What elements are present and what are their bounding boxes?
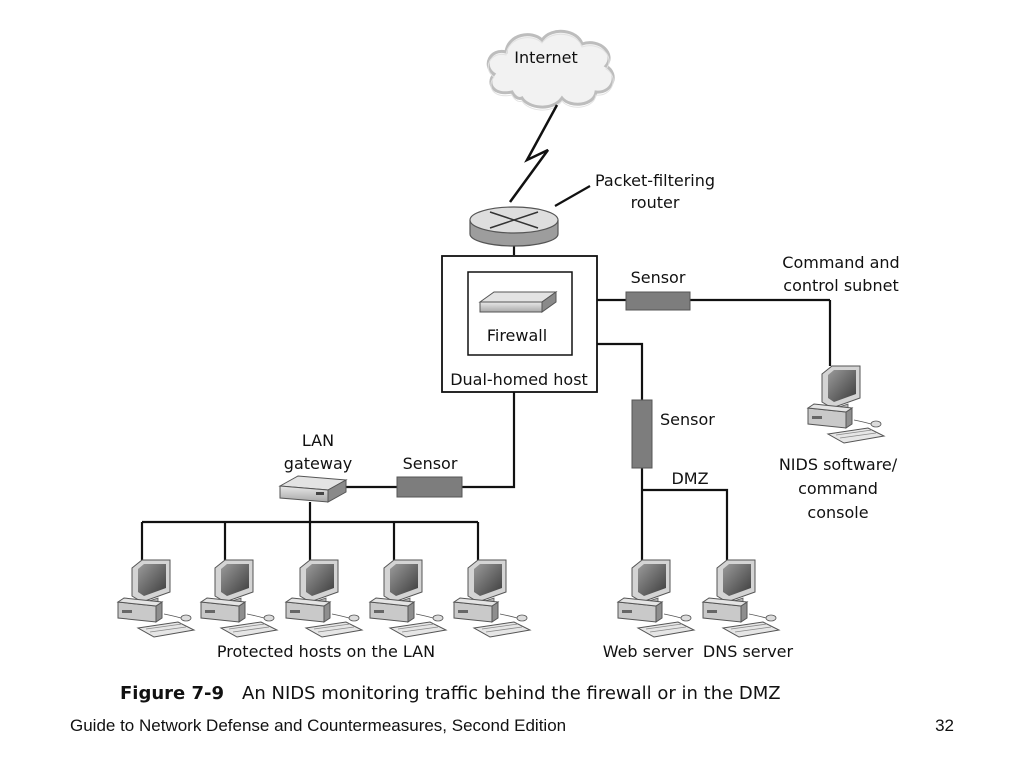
nids-label-line1: NIDS software/ (779, 455, 898, 474)
network-links (140, 185, 832, 560)
router-label-line1: Packet-filtering (595, 171, 715, 190)
nids-label-line2: command (798, 479, 878, 498)
router-label-line2: router (631, 193, 680, 212)
sensor-dmz-label: Sensor (660, 410, 715, 429)
protected-host-computer-icon (369, 559, 447, 638)
web-server-computer-icon (617, 559, 695, 638)
nids-console-computer-icon (807, 365, 885, 444)
figure-caption-text: An NIDS monitoring traffic behind the fi… (242, 683, 781, 704)
lan-gateway-label-line2: gateway (284, 454, 352, 473)
dns-server-label: DNS server (703, 642, 794, 661)
sensor-lan-label: Sensor (403, 454, 458, 473)
command-subnet-label-line2: control subnet (783, 276, 898, 295)
web-server-label: Web server (603, 642, 694, 661)
dmz-label: DMZ (671, 469, 708, 488)
lan-gateway-icon (278, 475, 348, 503)
footer-book-title: Guide to Network Defense and Countermeas… (70, 716, 567, 735)
command-subnet-label-line1: Command and (782, 253, 899, 272)
internet-cloud: Internet (486, 29, 615, 111)
firewall-appliance-icon (478, 291, 558, 313)
protected-host-computer-icon (200, 559, 278, 638)
firewall-label: Firewall (487, 326, 547, 345)
figure-number: Figure 7-9 (120, 683, 225, 704)
dns-server-computer-icon (702, 559, 780, 638)
lightning-bolt-icon (508, 104, 559, 203)
sensor-command-label: Sensor (631, 268, 686, 287)
firewall-box (467, 271, 573, 356)
router-icon (469, 206, 559, 247)
page-number: 32 (935, 716, 954, 735)
dual-homed-host-label: Dual-homed host (450, 370, 588, 389)
protected-host-computer-icon (285, 559, 363, 638)
network-diagram: Internet Packet-filtering router Firewal… (117, 29, 900, 661)
protected-host-computer-icon (117, 559, 195, 638)
protected-hosts-group (117, 559, 531, 638)
internet-label: Internet (514, 48, 578, 67)
sensor-dmz (631, 399, 653, 469)
sensor-command-subnet (625, 291, 691, 311)
protected-hosts-label: Protected hosts on the LAN (217, 642, 435, 661)
lan-gateway-label-line1: LAN (302, 431, 334, 450)
protected-host-computer-icon (453, 559, 531, 638)
figure-caption: Figure 7-9 An NIDS monitoring traffic beh… (120, 683, 781, 704)
nids-label-line3: console (807, 503, 868, 522)
sensor-lan (396, 476, 463, 498)
